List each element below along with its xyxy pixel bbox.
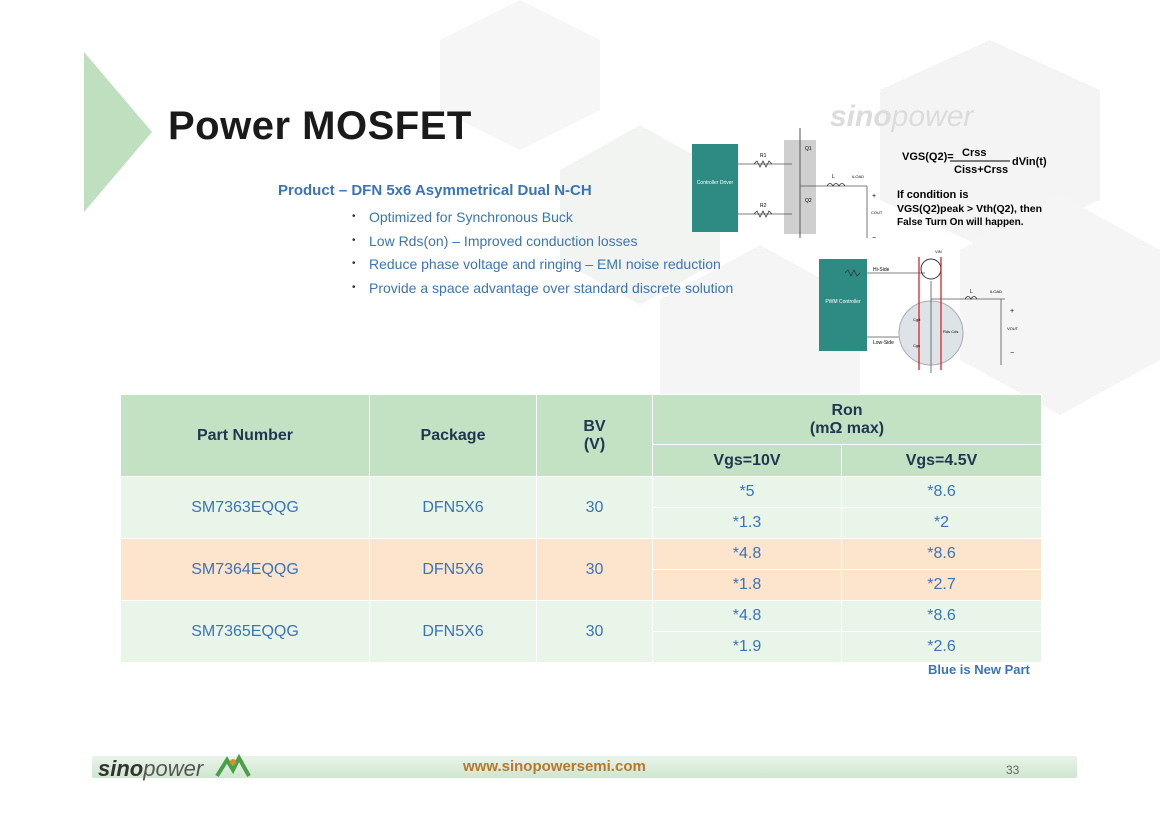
ron-cell: *5	[652, 476, 842, 508]
table-row: *1.8 *2.7	[121, 569, 1042, 601]
bullet-icon: •	[352, 281, 356, 293]
condition-line-3: False Turn On will happen.	[897, 217, 1024, 228]
vin-label: VIN	[935, 249, 942, 254]
package-cell: DFN5X6	[369, 600, 537, 663]
table-row: *1.9 *2.6	[121, 631, 1042, 663]
ron-cell: *1.8	[652, 569, 842, 601]
r2-label: R2	[760, 203, 767, 209]
feature-item: •Reduce phase voltage and ringing – EMI …	[352, 256, 721, 273]
bv-cell: 30	[536, 600, 653, 663]
rds-label: Rds Cds	[943, 329, 958, 334]
header-package: Package	[369, 394, 537, 477]
hi-side-mosfet	[920, 258, 942, 280]
bullet-icon: •	[352, 234, 356, 246]
table-row: SM7364EQQG DFN5X6 30 *4.8 *8.6	[120, 538, 1042, 601]
ron-cell: *8.6	[841, 600, 1042, 632]
ron-cell: *4.8	[652, 538, 842, 570]
pwm-controller-label: PWM Controller	[825, 299, 861, 305]
low-side-label: Low-Side	[873, 340, 894, 346]
inductor-label-2: L	[970, 289, 973, 295]
bv-cell: 30	[536, 476, 653, 539]
header-ron: Ron(mΩ max)	[652, 394, 1042, 445]
minus-sign: −	[872, 235, 876, 238]
q2-label: Q2	[805, 198, 812, 204]
ron-cell: *2.7	[841, 569, 1042, 601]
bv-cell: 30	[536, 538, 653, 601]
website-link[interactable]: www.sinopowersemi.com	[463, 758, 646, 775]
mosfet-spec-table: Part Number Package BV(V) Ron(mΩ max) Vg…	[120, 394, 1042, 663]
package-cell: DFN5X6	[369, 538, 537, 601]
header-part-number: Part Number	[120, 394, 370, 477]
ron-cell: *8.6	[841, 476, 1042, 508]
controller-driver-block	[692, 144, 738, 232]
ron-cell: *4.8	[652, 600, 842, 632]
feature-list: •Optimized for Synchronous Buck •Low Rds…	[352, 208, 733, 302]
watermark-logo: sinopower	[830, 100, 974, 133]
table-row: *1.3 *2	[121, 507, 1042, 539]
ron-cell: *1.9	[652, 631, 842, 663]
feature-item: •Low Rds(on) – Improved conduction losse…	[352, 232, 638, 249]
feature-item: •Optimized for Synchronous Buck	[352, 209, 573, 225]
formula-numerator: Crss	[962, 147, 986, 159]
buck-circuit-diagram: Controller Driver R1 R2 Q1 Q2 L ILOAD + …	[692, 128, 1047, 238]
ron-cell: *2	[841, 507, 1042, 539]
footer-logo: sinopower	[98, 753, 253, 782]
header-vgs-10v: Vgs=10V	[652, 444, 842, 477]
package-cell: DFN5X6	[369, 476, 537, 539]
pwm-controller-block	[819, 259, 867, 351]
r1-label: R1	[760, 153, 767, 159]
formula-lhs: VGS(Q2)=	[902, 151, 954, 163]
bullet-icon: •	[352, 258, 356, 270]
cgs-label: Cgs	[913, 343, 920, 348]
false-turn-on-diagram: PWM Controller Hi-Side Low-Side VIN L IL…	[819, 249, 1019, 373]
cout-label: COUT	[871, 210, 883, 215]
plus-sign-2: +	[1010, 308, 1014, 315]
slide-title: Power MOSFET	[168, 104, 472, 148]
formula-rhs: dVin(t)	[1012, 156, 1047, 168]
inductor-label: L	[832, 174, 835, 180]
ron-cell: *2.6	[841, 631, 1042, 663]
accent-triangle	[84, 52, 152, 212]
iload-label: ILOAD	[852, 174, 864, 179]
condition-line-2: VGS(Q2)peak > Vth(Q2), then	[897, 203, 1042, 215]
new-part-note: Blue is New Part	[928, 662, 1030, 677]
feature-item: •Provide a space advantage over standard…	[352, 279, 734, 296]
minus-sign-2: −	[1010, 350, 1014, 357]
cgd-label: Cgd	[913, 317, 920, 322]
ron-cell: *8.6	[841, 538, 1042, 570]
header-vgs-4-5v: Vgs=4.5V	[841, 444, 1042, 477]
header-bv: BV(V)	[536, 394, 653, 477]
iload-label-2: ILOAD	[990, 289, 1002, 294]
vout-label: VOUT	[1007, 326, 1019, 331]
ron-cell: *1.3	[652, 507, 842, 539]
part-number-cell: SM7365EQQG	[120, 600, 370, 663]
part-number-cell: SM7364EQQG	[120, 538, 370, 601]
plus-sign: +	[872, 193, 876, 200]
condition-line-1: If condition is	[897, 189, 969, 201]
controller-label: Controller Driver	[697, 180, 734, 186]
page-number: 33	[1006, 763, 1020, 777]
part-number-cell: SM7363EQQG	[120, 476, 370, 539]
product-heading: Product – DFN 5x6 Asymmetrical Dual N-CH	[278, 182, 592, 199]
hi-side-label: Hi-Side	[873, 267, 890, 273]
table-row: SM7363EQQG DFN5X6 30 *5 *8.6	[120, 476, 1042, 539]
table-row: SM7365EQQG DFN5X6 30 *4.8 *8.6	[120, 600, 1042, 663]
footer-bar	[92, 756, 1077, 778]
formula-denominator: Ciss+Crss	[954, 164, 1008, 176]
logo-mark-icon	[215, 753, 252, 778]
bullet-icon: •	[352, 211, 356, 222]
q1-label: Q1	[805, 146, 812, 152]
